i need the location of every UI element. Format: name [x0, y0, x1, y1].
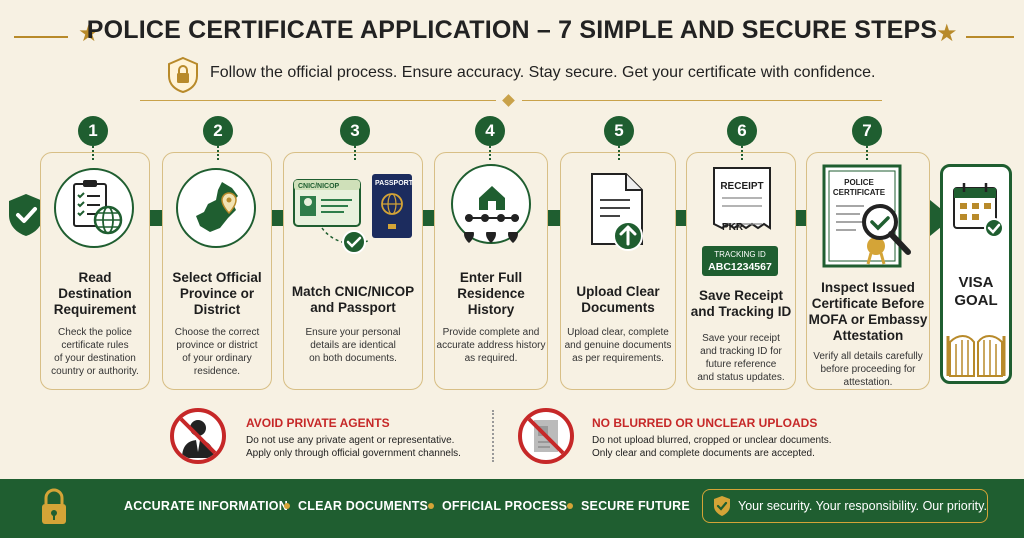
step-dots-2 — [217, 146, 219, 160]
step-title-7: Inspect Issued Certificate Before MOFA o… — [808, 280, 928, 343]
divider-right — [522, 100, 882, 101]
divider-left — [140, 100, 496, 101]
step-number-1: 1 — [78, 116, 108, 146]
warning-title-agents: AVOID PRIVATE AGENTS — [246, 416, 390, 430]
shield-check-icon — [9, 194, 43, 236]
step-desc-3: Ensure your personal details are identic… — [305, 327, 401, 364]
footer-bar — [0, 479, 1024, 538]
step-number-7: 7 — [852, 116, 882, 146]
step-desc-6: Save your receipt and tracking ID for fu… — [697, 333, 785, 383]
agent-silhouette-icon — [176, 414, 220, 458]
step-icon-4 — [451, 164, 531, 244]
no-agent-icon — [170, 408, 226, 464]
certificate-magnifier-icon — [822, 164, 911, 268]
step-desc-5: Upload clear, complete and genuine docum… — [564, 327, 672, 364]
step-number-3: 3 — [340, 116, 370, 146]
step-icon-1 — [54, 168, 134, 248]
step-dots-7 — [866, 146, 868, 160]
tracking-id-value: ABC1234567 — [708, 261, 772, 273]
star-icon-right: ★ — [936, 20, 958, 47]
warning-divider — [492, 410, 494, 462]
step-desc-1: Check the police certificate rules of yo… — [51, 327, 139, 377]
footer-item-official-process: OFFICIAL PROCESS — [442, 499, 568, 513]
step-title-5: Upload Clear Documents — [576, 284, 660, 315]
step-dots-3 — [354, 146, 356, 160]
receipt-icon — [713, 167, 771, 230]
checklist-globe-icon — [73, 180, 123, 235]
step-title-6: Save Receipt and Tracking ID — [690, 288, 792, 319]
passport-label: PASSPORT — [375, 180, 413, 187]
no-blur-icon — [518, 408, 574, 464]
footer-item-secure-future: SECURE FUTURE — [581, 499, 690, 513]
footer-dot-2 — [428, 503, 434, 509]
shield-check-small-icon — [714, 496, 730, 516]
footer-dot-3 — [567, 503, 573, 509]
gate-icon — [946, 335, 1006, 377]
visa-goal-label: VISA GOAL — [954, 274, 998, 309]
step-number-6: 6 — [727, 116, 757, 146]
footer-item-accurate-information: ACCURATE INFORMATION — [124, 499, 288, 513]
footer-motto-box — [702, 489, 988, 523]
warning-title-uploads: NO BLURRED OR UNCLEAR UPLOADS — [592, 416, 818, 430]
divider-diamond — [502, 94, 515, 107]
footer-dot-1 — [284, 503, 290, 509]
receipt-label: RECEIPT — [720, 181, 764, 192]
location-pins-icon — [464, 232, 518, 243]
title-line-right — [966, 36, 1014, 38]
warning-text-uploads: Do not upload blurred, cropped or unclea… — [592, 435, 832, 459]
cnic-label: CNIC/NICOP — [298, 183, 340, 190]
step-title-2: Select Official Province or District — [172, 270, 262, 317]
upload-document-icon — [591, 173, 643, 251]
step-dots-6 — [741, 146, 743, 160]
id-passport-icon — [293, 174, 412, 254]
page-title: POLICE CERTIFICATE APPLICATION – 7 SIMPL… — [86, 16, 938, 44]
step-title-1: Read Destination Requirement — [53, 270, 137, 317]
padlock-icon — [42, 488, 66, 524]
footer-motto: Your security. Your responsibility. Our … — [738, 499, 987, 513]
warning-text-agents: Do not use any private agent or represen… — [246, 435, 461, 459]
footer-item-clear-documents: CLEAR DOCUMENTS — [298, 499, 429, 513]
subtitle: Follow the official process. Ensure accu… — [210, 64, 876, 81]
step-desc-7: Verify all details carefully before proc… — [813, 351, 923, 388]
step-dots-1 — [92, 146, 94, 160]
certificate-label: POLICE CERTIFICATE — [832, 178, 886, 197]
step-number-4: 4 — [475, 116, 505, 146]
tracking-id-label: TRACKING ID — [714, 250, 766, 259]
blurred-document-icon — [524, 414, 568, 458]
step-dots-4 — [489, 146, 491, 160]
step-dots-5 — [618, 146, 620, 160]
house-route-icon — [465, 186, 519, 222]
shield-lock-icon — [168, 56, 198, 94]
pkr-label: PKR — [722, 222, 744, 233]
star-icon-left: ★ — [78, 20, 100, 47]
step-icon-2 — [176, 168, 256, 248]
title-line-left — [14, 36, 68, 38]
tracking-id-box — [702, 246, 778, 276]
calendar-check-icon — [953, 183, 1004, 238]
step-desc-2: Choose the correct province or district … — [174, 327, 260, 377]
step-desc-4: Provide complete and accurate address hi… — [436, 327, 546, 364]
step-number-2: 2 — [203, 116, 233, 146]
step-title-4: Enter Full Residence History — [457, 270, 525, 317]
step-title-3: Match CNIC/NICOP and Passport — [291, 284, 415, 315]
step-number-5: 5 — [604, 116, 634, 146]
map-pin-icon — [196, 182, 238, 232]
